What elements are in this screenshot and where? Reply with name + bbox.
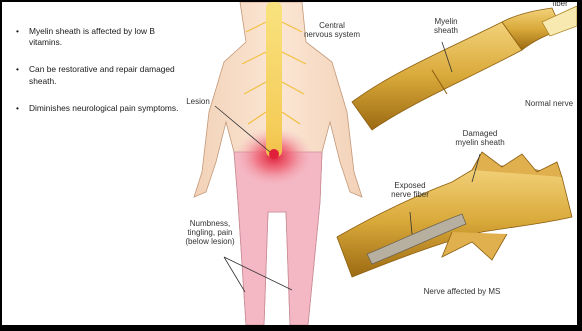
- nerve-illustration: Central nervous system Lesion Numbness, …: [2, 2, 577, 325]
- label-exposed-fiber-line2: nerve fiber: [391, 190, 429, 199]
- label-central-nervous-system-line2: nervous system: [304, 30, 360, 39]
- label-numbness-line1: Numbness,: [190, 219, 230, 228]
- label-lesion: Lesion: [186, 97, 210, 106]
- label-fiber: fiber: [552, 2, 568, 8]
- label-nerve-affected-ms: Nerve affected by MS: [424, 287, 501, 296]
- label-central-nervous-system-line1: Central: [319, 21, 345, 30]
- slide: •Myelin sheath is affected by low B vita…: [2, 2, 577, 325]
- human-figure: [194, 2, 362, 325]
- label-numbness-line2: tingling, pain: [188, 228, 233, 237]
- normal-nerve-sheath: [352, 22, 522, 130]
- spine-column: [266, 2, 282, 157]
- damaged-nerve: [337, 152, 572, 277]
- label-exposed-fiber-line1: Exposed: [394, 181, 425, 190]
- label-damaged-myelin-line1: Damaged: [463, 129, 498, 138]
- lesion-spot: [269, 149, 279, 159]
- label-myelin-sheath-line2: sheath: [434, 26, 458, 35]
- normal-nerve: [352, 6, 577, 130]
- label-damaged-myelin-line2: myelin sheath: [455, 138, 504, 147]
- label-myelin-sheath-line1: Myelin: [434, 17, 457, 26]
- label-normal-nerve: Normal nerve: [525, 99, 574, 108]
- label-numbness-line3: (below lesion): [185, 237, 235, 246]
